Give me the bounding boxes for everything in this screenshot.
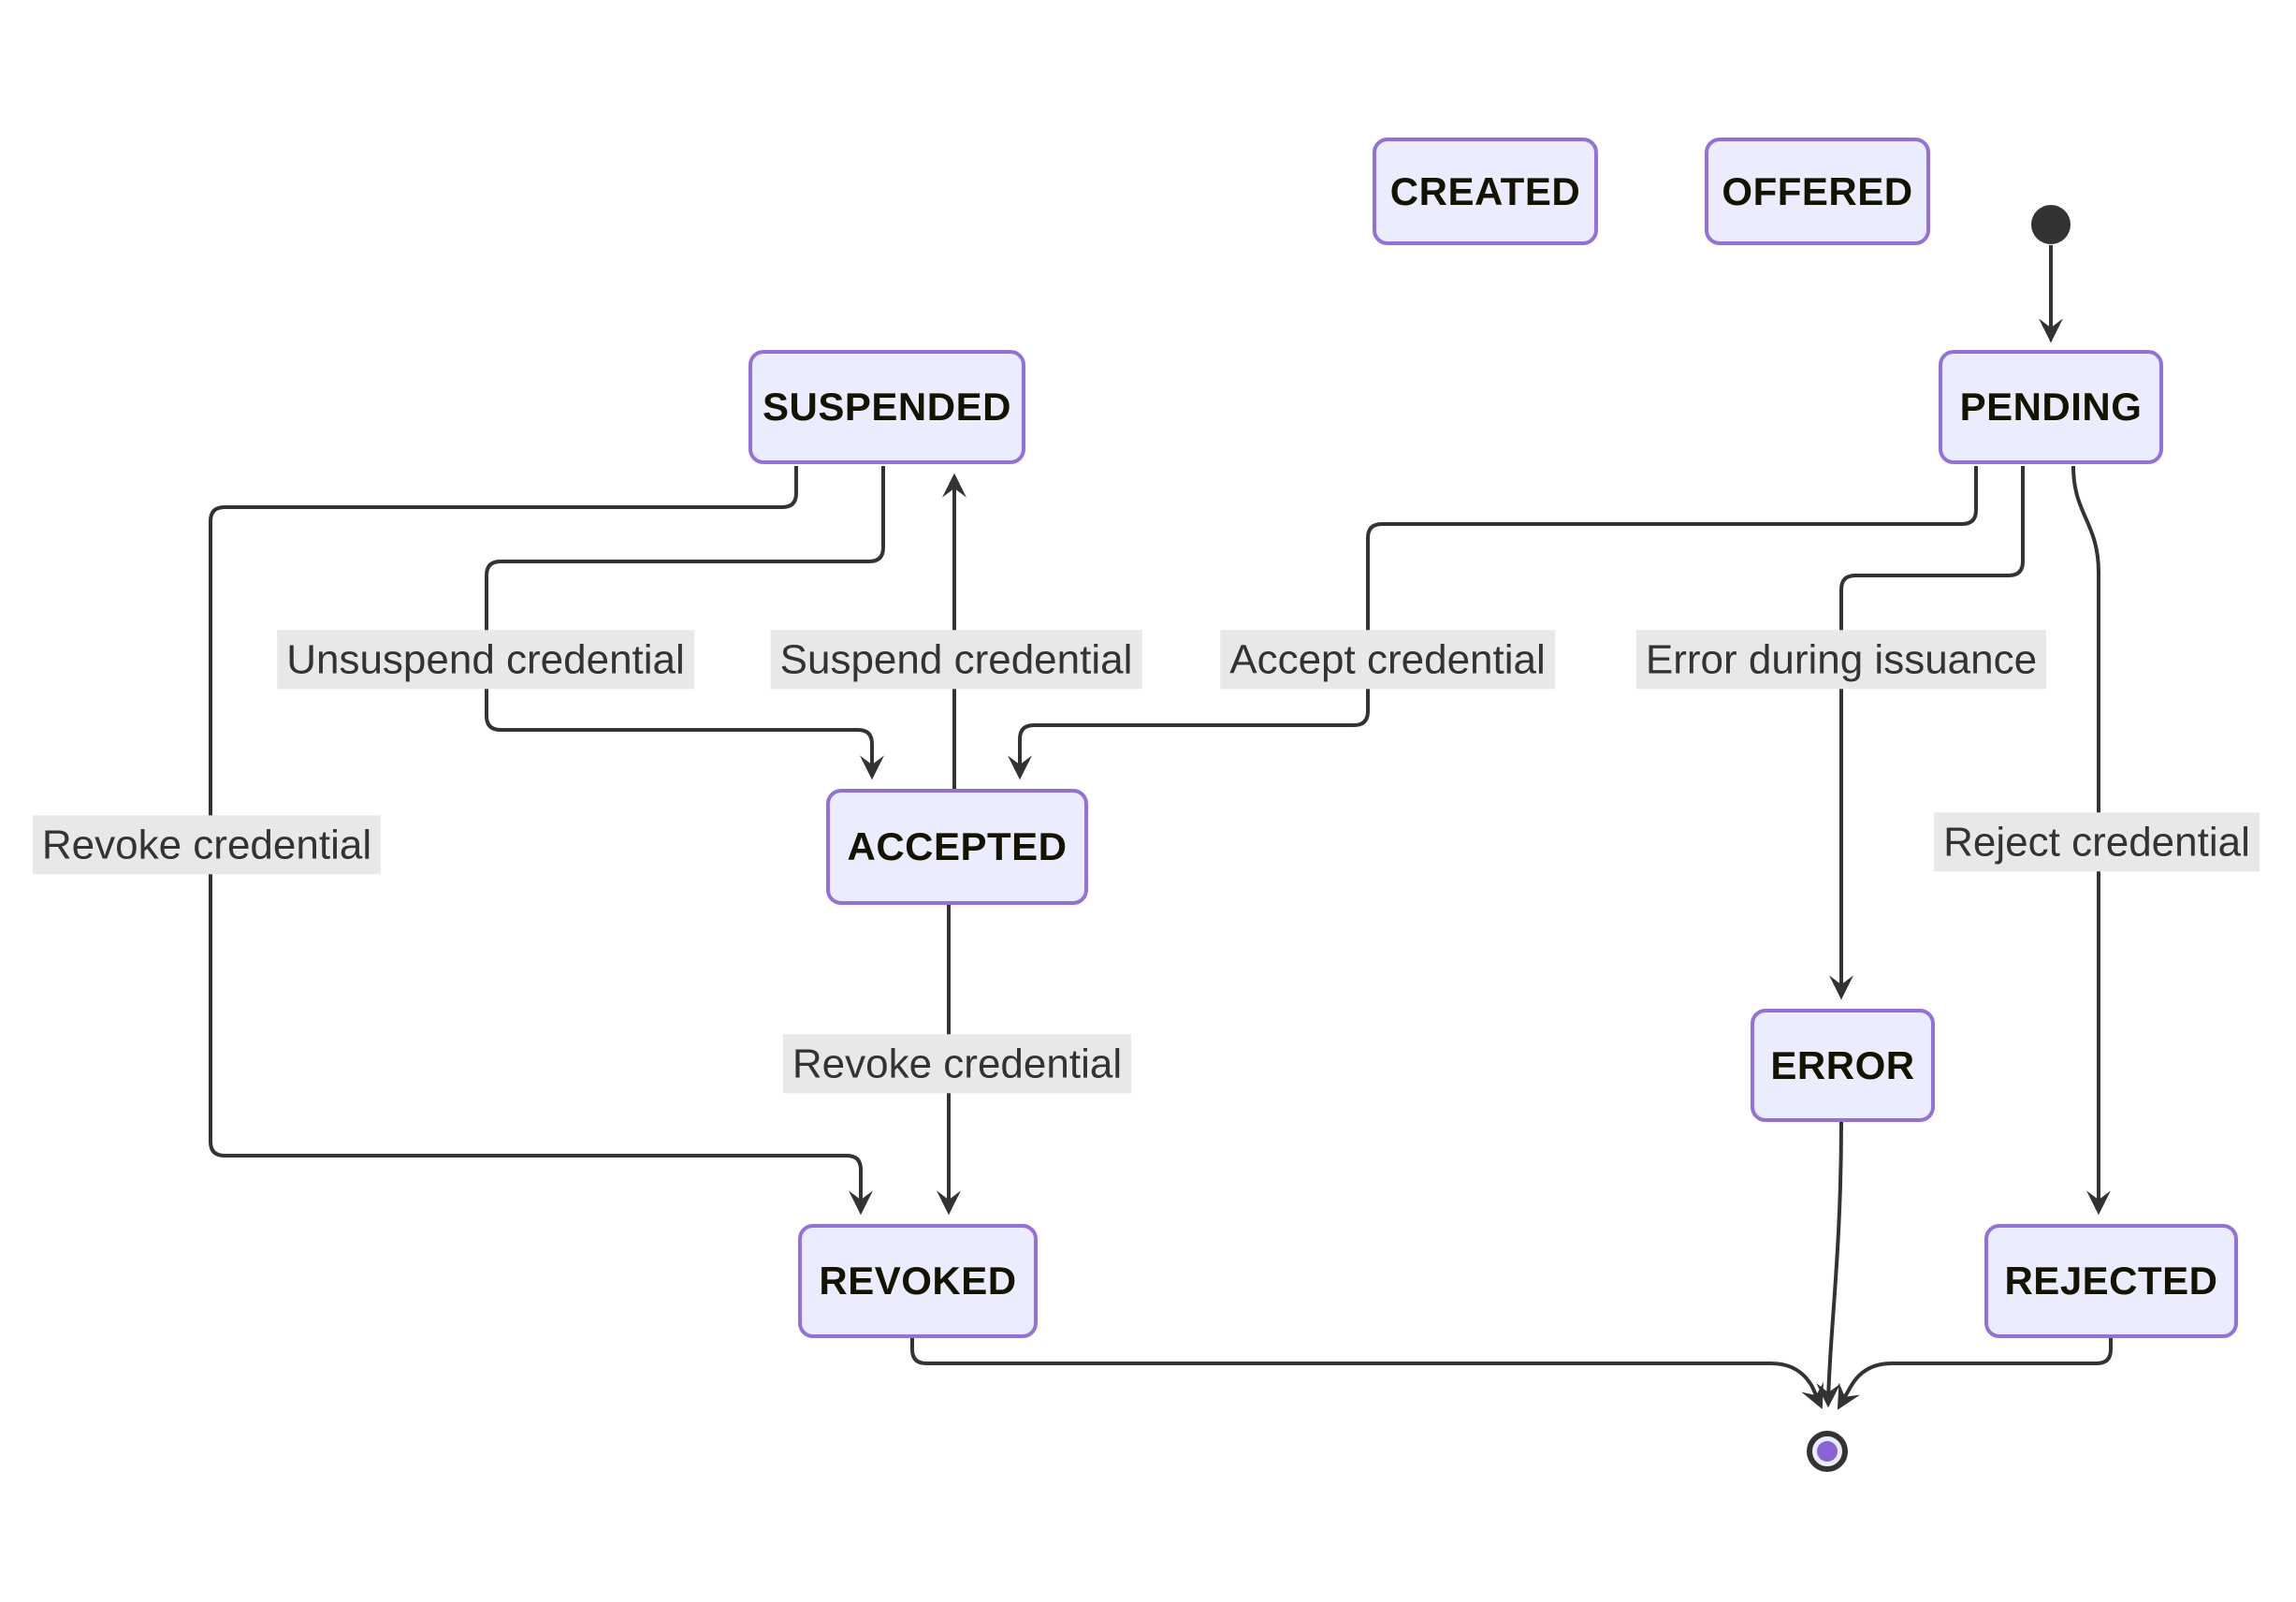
state-created: CREATED: [1373, 138, 1598, 245]
state-pending-label: PENDING: [1959, 385, 2143, 429]
initial-state-marker: [2031, 205, 2071, 244]
edge-label-suspend-credential: Suspend credential: [770, 630, 1142, 690]
state-revoked: REVOKED: [798, 1224, 1038, 1338]
state-created-label: CREATED: [1389, 168, 1581, 213]
state-suspended-label: SUSPENDED: [763, 385, 1011, 429]
state-rejected: REJECTED: [1984, 1224, 2238, 1338]
edge-label-reject-credential: Reject credential: [1934, 812, 2260, 872]
final-state-inner-dot: [1817, 1441, 1838, 1462]
final-state-marker: [1807, 1431, 1848, 1472]
state-accepted: ACCEPTED: [826, 789, 1088, 905]
state-pending: PENDING: [1939, 350, 2163, 464]
edge-label-revoke-credential-left: Revoke credential: [32, 815, 382, 875]
state-revoked-label: REVOKED: [819, 1259, 1017, 1303]
edge-label-unsuspend-credential: Unsuspend credential: [277, 630, 694, 690]
state-error-label: ERROR: [1770, 1042, 1915, 1087]
state-suspended: SUSPENDED: [748, 350, 1025, 464]
state-error: ERROR: [1751, 1009, 1935, 1122]
edge-pending-to-error: [1829, 466, 2025, 1000]
state-accepted-label: ACCEPTED: [847, 824, 1068, 868]
edge-pending-to-accepted: [1008, 466, 1978, 780]
edge-label-accept-credential: Accept credential: [1220, 630, 1555, 690]
state-rejected-label: REJECTED: [2004, 1259, 2218, 1303]
edge-rejected-to-end: [1837, 1338, 2113, 1410]
edge-label-error-during-issuance: Error during issuance: [1635, 630, 2047, 690]
edge-error-to-end: [1816, 1121, 1843, 1408]
edge-pending-to-rejected: [2071, 465, 2111, 1216]
state-offered: OFFERED: [1705, 138, 1930, 245]
state-offered-label: OFFERED: [1722, 168, 1913, 213]
edge-suspended-to-accepted: [485, 466, 885, 780]
edge-label-revoke-credential-center: Revoke credential: [782, 1034, 1132, 1094]
edge-revoked-to-end: [910, 1338, 1824, 1409]
